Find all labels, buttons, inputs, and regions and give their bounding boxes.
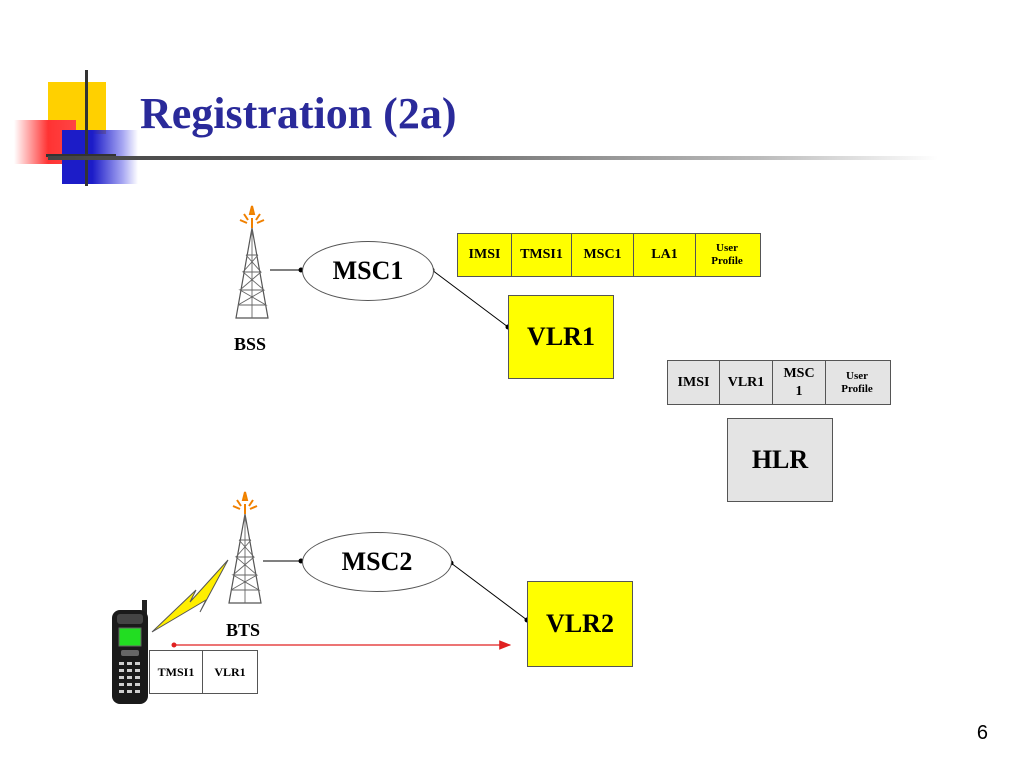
page-number: 6 [976,722,988,744]
bts-label: BTS [226,620,261,640]
msc1-node: MSC1 [302,241,434,301]
hlr-record-cell: MSC 1 [773,361,826,404]
vlr1-record-cell: IMSI [458,234,512,276]
phone-record-cell: TMSI1 [150,651,203,693]
hlr-record-cell: VLR1 [720,361,773,404]
phone-record-cell: VLR1 [203,651,257,693]
bss-antenna-icon [235,205,269,319]
vlr1-record-cell: User Profile [696,234,758,276]
hlr-record-cell: User Profile [826,361,888,404]
hlr-node: HLR [727,418,833,502]
title-underline [48,156,938,160]
hlr-record-cell: IMSI [668,361,720,404]
vlr1-record-cell: MSC1 [572,234,634,276]
phone-record-table: TMSI1 VLR1 [149,650,258,694]
title-decoration-line [85,70,88,186]
vlr1-node: VLR1 [508,295,614,379]
vlr1-record-cell: TMSI1 [512,234,572,276]
vlr1-record-cell: LA1 [634,234,696,276]
bts-antenna-icon [228,491,262,604]
radio-link-lightning-icon [151,559,229,633]
bss-label: BSS [234,334,267,354]
msc2-node: MSC2 [302,532,452,592]
mobile-phone-icon [112,600,148,704]
slide-title: Registration (2a) [140,89,457,138]
title-decoration-line [46,154,116,157]
vlr1-record-table: IMSI TMSI1 MSC1 LA1 User Profile [457,233,761,277]
vlr2-node: VLR2 [527,581,633,667]
hlr-record-table: IMSI VLR1 MSC 1 User Profile [667,360,891,405]
